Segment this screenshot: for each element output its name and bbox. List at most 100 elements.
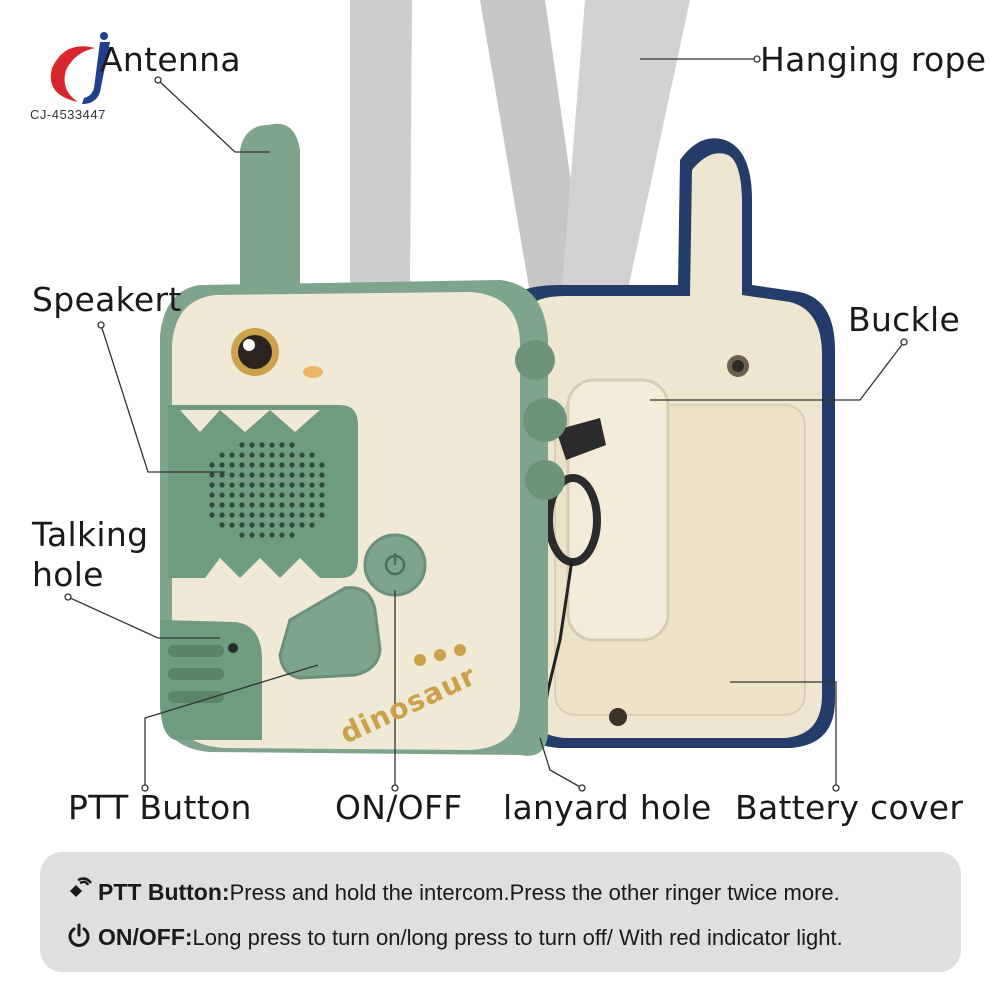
speaker-hole bbox=[239, 472, 245, 478]
speaker-hole bbox=[299, 482, 305, 488]
lanyard bbox=[538, 418, 606, 739]
speaker-hole bbox=[239, 442, 245, 448]
speaker-hole bbox=[279, 482, 285, 488]
label-ptt-button: PTT Button bbox=[68, 788, 252, 827]
speaker-hole bbox=[319, 502, 325, 508]
model-code: CJ-4533447 bbox=[30, 107, 106, 122]
speaker-hole bbox=[219, 482, 225, 488]
speaker-hole bbox=[239, 532, 245, 538]
power-icon bbox=[66, 922, 98, 956]
speaker-hole bbox=[299, 502, 305, 508]
speaker-hole bbox=[269, 512, 275, 518]
speaker-hole bbox=[259, 532, 265, 538]
label-talking-hole-line1: Talking bbox=[32, 515, 149, 554]
speaker-hole bbox=[309, 482, 315, 488]
speaker-hole bbox=[269, 502, 275, 508]
speaker-hole bbox=[229, 512, 235, 518]
speaker-hole bbox=[219, 512, 225, 518]
speaker-hole bbox=[289, 442, 295, 448]
speaker-hole bbox=[259, 462, 265, 468]
speaker-hole bbox=[249, 492, 255, 498]
label-on-off: ON/OFF bbox=[335, 788, 463, 827]
info-row-ptt: PTT Button:Press and hold the intercom.P… bbox=[66, 877, 840, 911]
power-text: Long press to turn on/long press to turn… bbox=[192, 925, 843, 950]
ptt-text: Press and hold the intercom.Press the ot… bbox=[229, 880, 840, 905]
speaker-hole bbox=[239, 452, 245, 458]
speaker-hole bbox=[229, 452, 235, 458]
speaker-hole bbox=[249, 502, 255, 508]
speaker-hole bbox=[259, 452, 265, 458]
speaker-hole bbox=[269, 532, 275, 538]
speaker-hole bbox=[309, 472, 315, 478]
speaker-hole bbox=[309, 462, 315, 468]
speaker-hole bbox=[309, 522, 315, 528]
speaker-hole bbox=[269, 452, 275, 458]
speaker-hole bbox=[319, 482, 325, 488]
speaker-hole bbox=[279, 462, 285, 468]
speaker-hole bbox=[239, 482, 245, 488]
speaker-hole bbox=[229, 482, 235, 488]
speaker-hole bbox=[279, 472, 285, 478]
speaker-hole bbox=[269, 442, 275, 448]
speaker-hole bbox=[299, 462, 305, 468]
speaker-hole bbox=[259, 492, 265, 498]
speaker-hole bbox=[239, 502, 245, 508]
speaker-hole bbox=[289, 532, 295, 538]
speaker-hole bbox=[229, 492, 235, 498]
speaker-hole bbox=[289, 482, 295, 488]
callout-lines bbox=[64, 55, 908, 792]
speaker-hole bbox=[269, 522, 275, 528]
speaker-hole bbox=[289, 502, 295, 508]
speaker-hole bbox=[319, 492, 325, 498]
speaker-hole bbox=[279, 532, 285, 538]
speaker-hole bbox=[229, 502, 235, 508]
speaker-hole bbox=[249, 522, 255, 528]
speaker-hole bbox=[259, 482, 265, 488]
speaker-hole bbox=[289, 512, 295, 518]
speaker-hole bbox=[259, 512, 265, 518]
speaker-hole bbox=[299, 492, 305, 498]
speaker-hole bbox=[279, 492, 285, 498]
speaker-hole bbox=[289, 472, 295, 478]
speaker-hole bbox=[299, 522, 305, 528]
speaker-hole bbox=[219, 472, 225, 478]
speaker-hole bbox=[239, 512, 245, 518]
speaker-hole bbox=[309, 502, 315, 508]
speaker-hole bbox=[259, 472, 265, 478]
speaker-hole bbox=[249, 482, 255, 488]
info-row-power: ON/OFF:Long press to turn on/long press … bbox=[66, 922, 843, 956]
speaker-hole bbox=[219, 492, 225, 498]
label-buckle: Buckle bbox=[848, 300, 961, 339]
speaker-hole bbox=[209, 502, 215, 508]
speaker-hole bbox=[219, 452, 225, 458]
speaker-hole bbox=[259, 442, 265, 448]
speaker-hole bbox=[269, 482, 275, 488]
speaker-hole bbox=[229, 472, 235, 478]
speaker-hole bbox=[269, 492, 275, 498]
speaker-hole bbox=[279, 452, 285, 458]
label-battery-cover: Battery cover bbox=[735, 788, 964, 827]
speaker-hole bbox=[249, 452, 255, 458]
label-hanging-rope: Hanging rope bbox=[760, 40, 987, 79]
speaker-hole bbox=[269, 462, 275, 468]
label-antenna: Antenna bbox=[100, 40, 241, 79]
speaker-hole bbox=[309, 492, 315, 498]
speaker-hole bbox=[289, 462, 295, 468]
speaker-hole bbox=[299, 512, 305, 518]
speaker-hole bbox=[209, 482, 215, 488]
speaker-hole bbox=[209, 462, 215, 468]
speaker-hole bbox=[229, 522, 235, 528]
power-title: ON/OFF: bbox=[98, 924, 193, 950]
speaker-hole bbox=[299, 452, 305, 458]
speaker-hole bbox=[239, 522, 245, 528]
speaker-hole bbox=[289, 522, 295, 528]
speaker-hole bbox=[249, 442, 255, 448]
speaker-hole bbox=[269, 472, 275, 478]
speaker-hole bbox=[279, 522, 285, 528]
speaker-hole bbox=[279, 442, 285, 448]
speaker-hole bbox=[239, 462, 245, 468]
speaker-hole bbox=[249, 462, 255, 468]
back-unit bbox=[510, 138, 835, 748]
speaker-hole bbox=[279, 502, 285, 508]
label-lanyard-hole: lanyard hole bbox=[503, 788, 712, 827]
